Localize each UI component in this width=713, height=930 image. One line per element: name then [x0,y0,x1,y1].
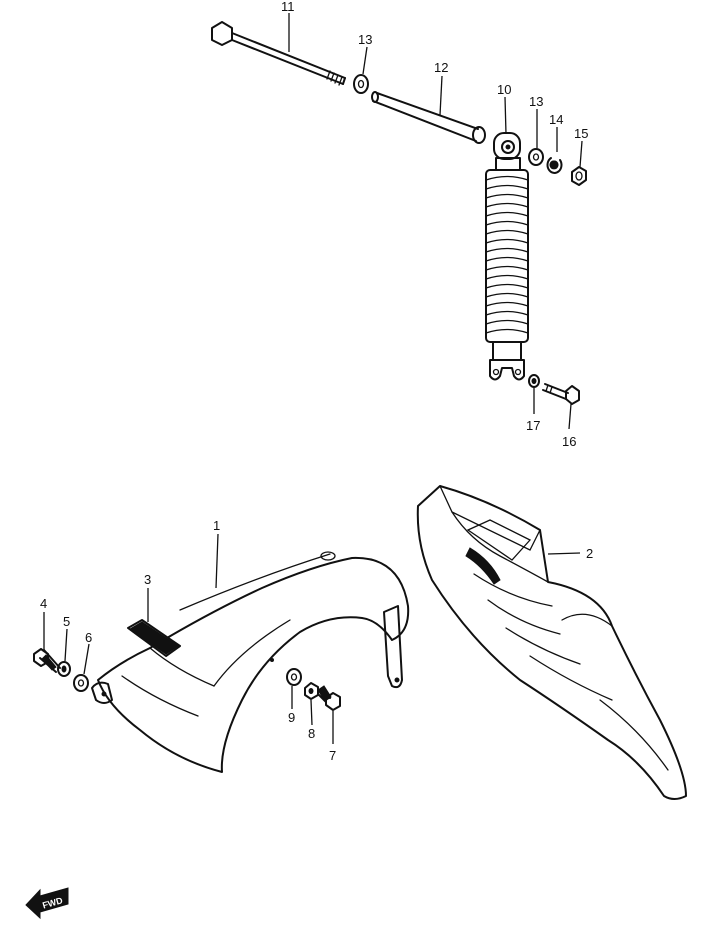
chain-case-2 [416,485,687,800]
callout-3: 3 [144,572,151,587]
leader-lines [43,13,583,744]
bolt-4 [33,648,61,673]
callout-15: 15 [574,126,588,141]
pad-3 [127,619,181,657]
bolt-16 [542,383,580,405]
bolt-7 [317,685,341,711]
callout-12: 12 [434,60,448,75]
callout-9: 9 [288,710,295,725]
callout-13-right: 13 [529,94,543,109]
callout-10: 10 [497,82,511,97]
rear-fender-1 [91,551,410,773]
callout-6: 6 [85,630,92,645]
bolt-11 [211,21,346,86]
callout-11: 11 [281,0,295,14]
callout-4: 4 [40,596,47,611]
callout-7: 7 [329,748,336,763]
callout-1: 1 [213,518,220,533]
shock-absorber-10 [485,132,529,381]
callout-17: 17 [526,418,540,433]
washer-13-upper [353,74,369,94]
washer-6 [73,674,89,692]
callout-2: 2 [586,546,593,561]
washer-13-right [528,148,544,166]
sleeve-12 [371,91,486,144]
callout-14: 14 [549,112,563,127]
fwd-arrow-icon: FWD [25,887,69,920]
callouts: 11 13 12 10 13 14 15 17 16 1 2 3 4 5 6 9… [40,0,593,763]
callout-16: 16 [562,434,576,449]
lock-washer-14 [546,157,563,174]
lock-washer-5 [57,661,71,677]
callout-13-upper: 13 [358,32,372,47]
washer-9 [286,668,302,686]
nut-8 [304,682,319,700]
washer-17 [528,374,540,388]
callout-5: 5 [63,614,70,629]
callout-8: 8 [308,726,315,741]
nut-15 [571,166,587,186]
